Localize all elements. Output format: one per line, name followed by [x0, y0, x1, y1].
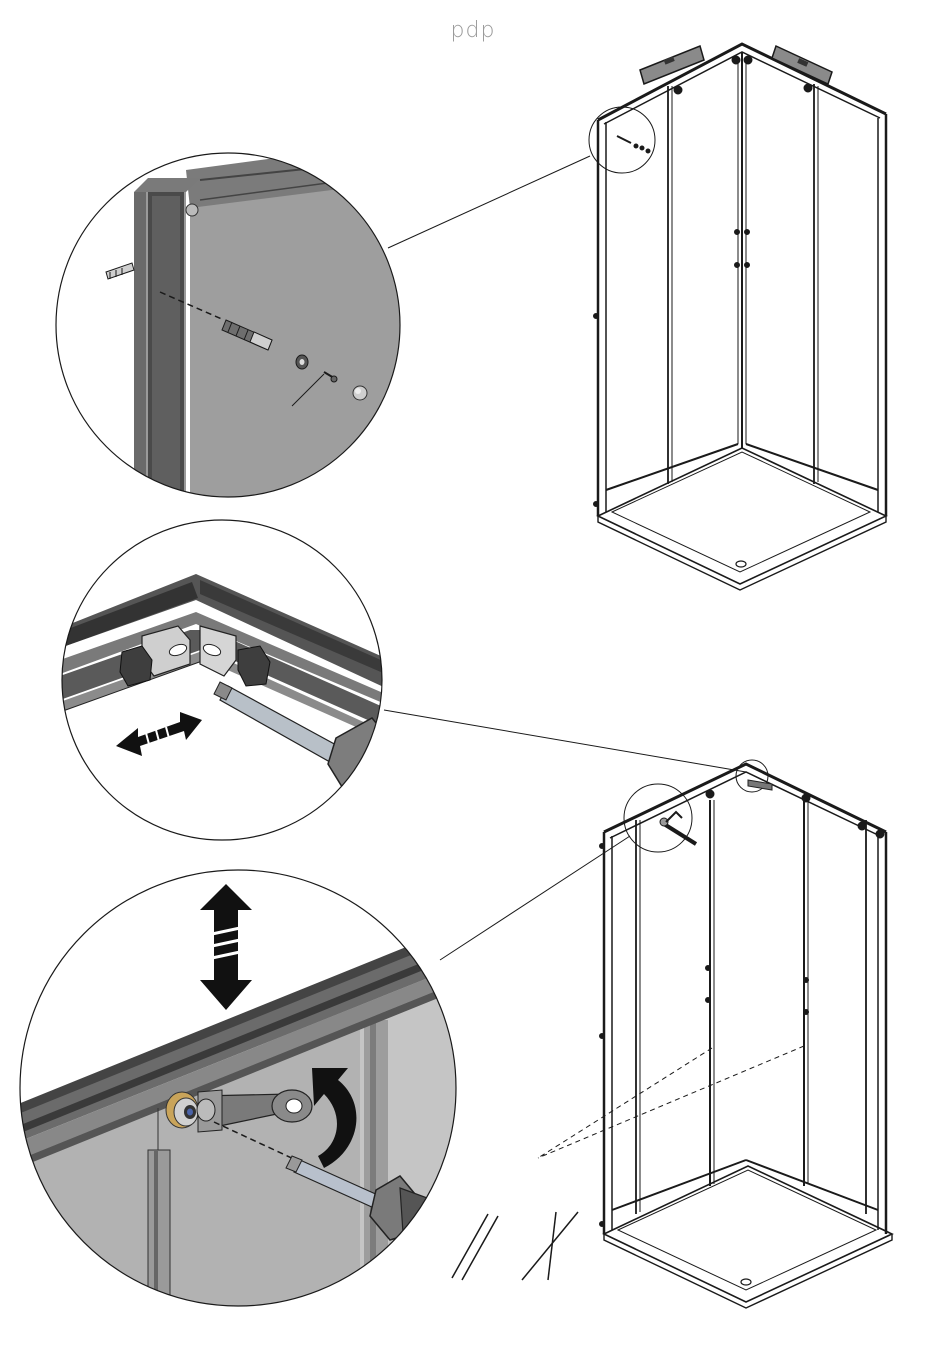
leader-line-3 [440, 836, 630, 960]
dashed-guide-2 [538, 1046, 804, 1158]
washer-icon [296, 355, 308, 369]
screw-icon [617, 136, 650, 153]
spirit-level-icon [640, 46, 832, 84]
cap-icon [353, 386, 367, 400]
dashed-guide-1 [538, 1048, 712, 1158]
not-parallel-symbol [522, 1212, 578, 1280]
leader-line-2 [384, 710, 746, 772]
detail-circle-corner-adjust [60, 520, 390, 850]
shower-enclosure-bottom [600, 764, 892, 1308]
leader-line-1 [388, 156, 590, 248]
wheel-icon [166, 1092, 198, 1128]
detail-circle-wall-fixing [50, 140, 410, 512]
corner-bracket-mini [748, 780, 772, 790]
detail-circle-wheel-adjust [18, 868, 460, 1320]
parallel-symbol [452, 1214, 498, 1280]
shower-enclosure-top [594, 44, 886, 590]
